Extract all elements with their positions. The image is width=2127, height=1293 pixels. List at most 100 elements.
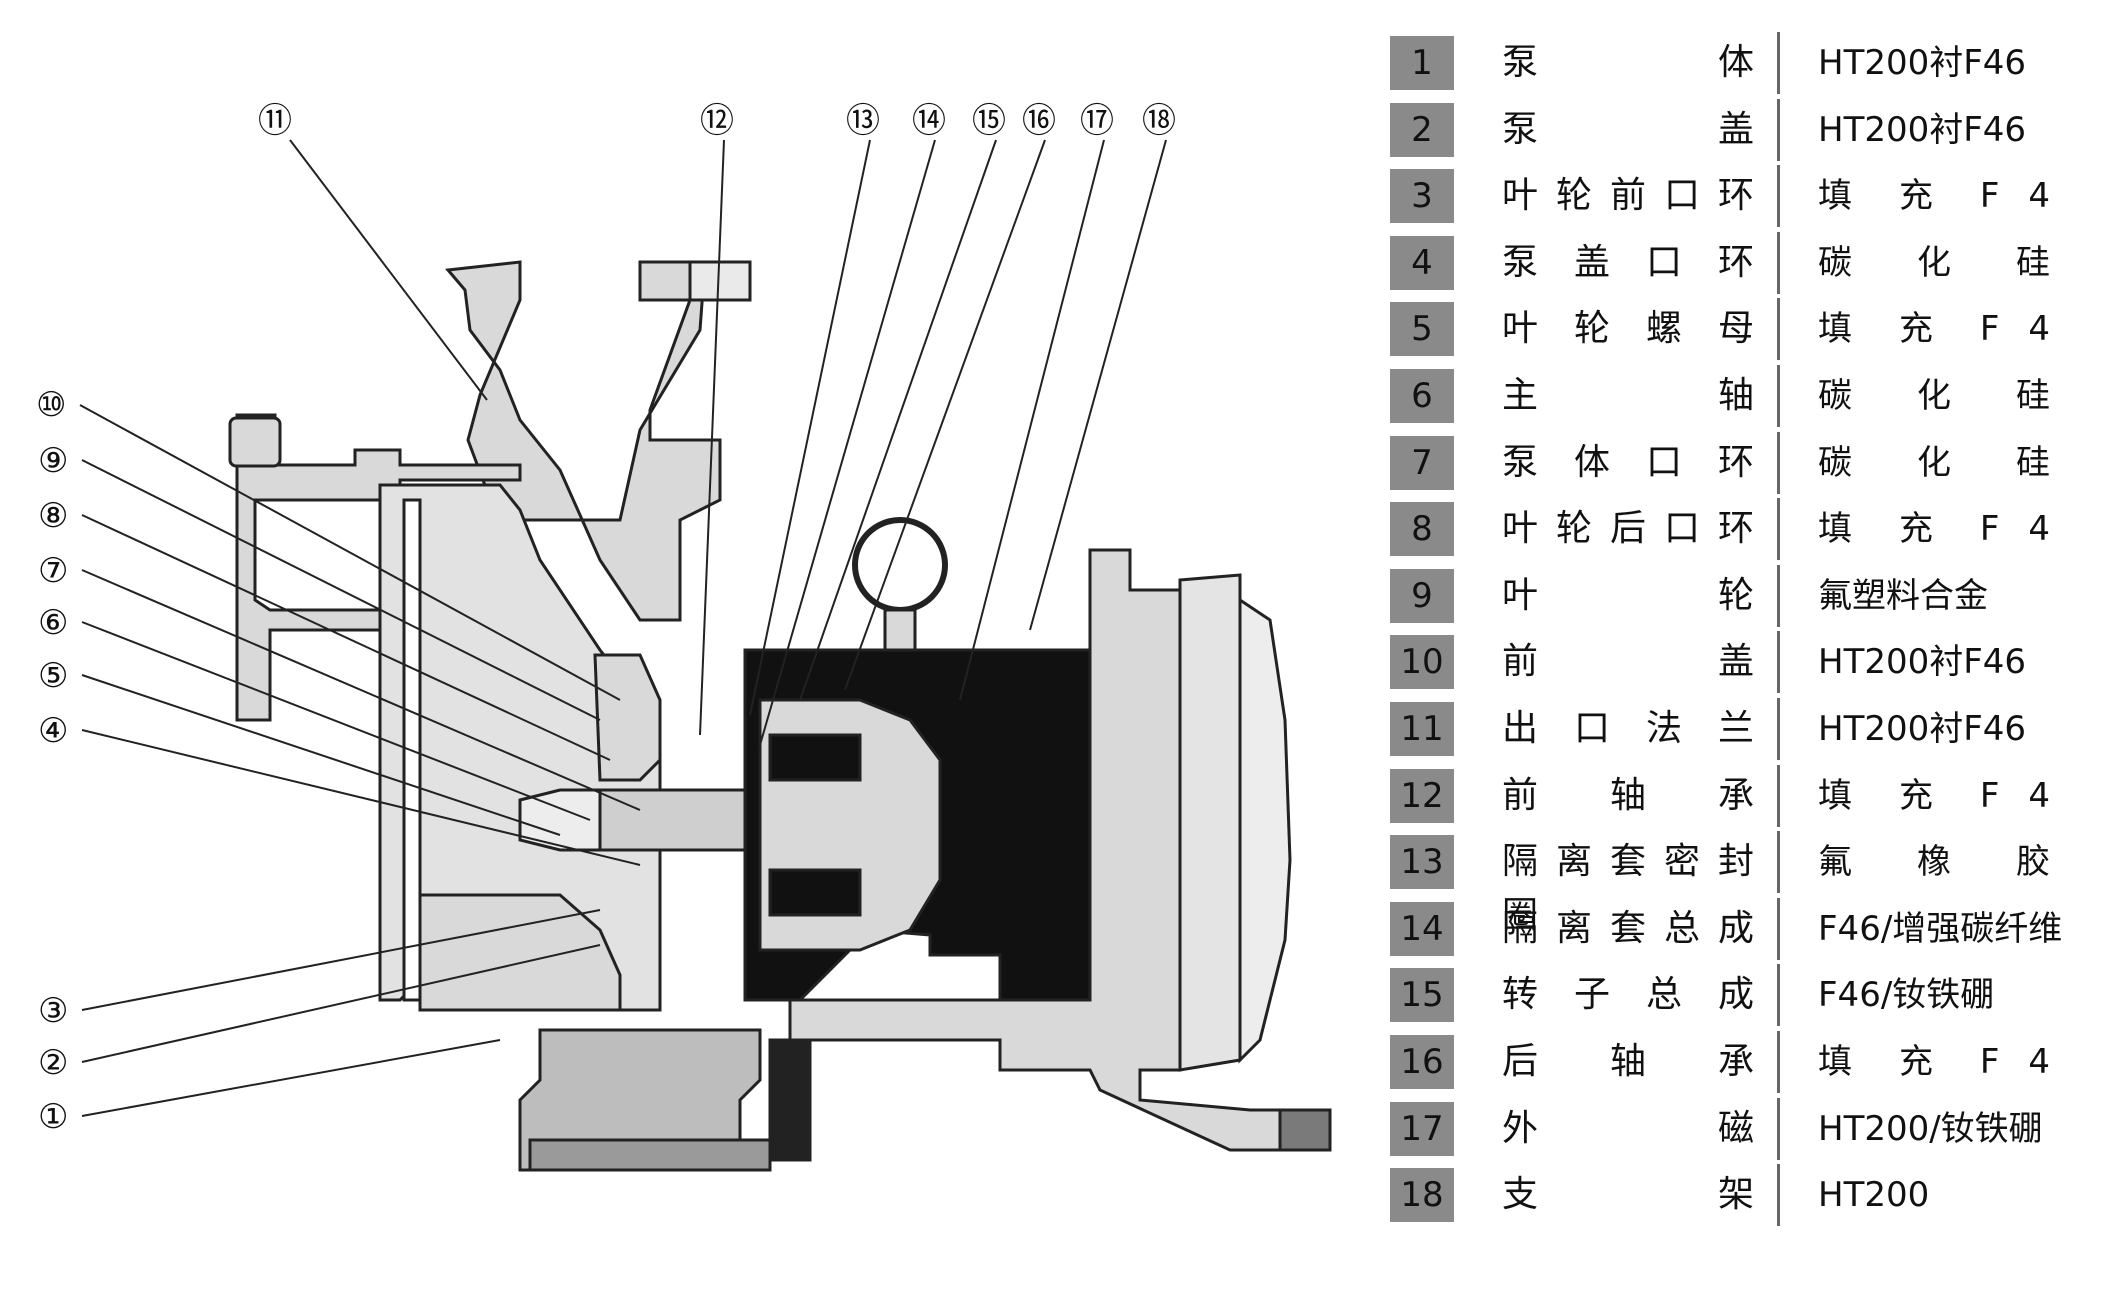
part-material: 填 充 F 4 — [1818, 1041, 2050, 1082]
column-divider — [1777, 165, 1780, 228]
callout-18: ⑱ — [1142, 101, 1176, 141]
part-name: 主 轴 — [1502, 374, 1754, 416]
part-material: HT200 — [1818, 1175, 1930, 1216]
part-material: 填 充 F 4 — [1818, 309, 2050, 350]
callout-12: ⑫ — [700, 101, 734, 141]
part-number-badge: 15 — [1390, 968, 1454, 1023]
legend-row: 14 隔 离 套 总 成 F46/增强碳纤维 — [1390, 896, 2110, 963]
part-number-badge: 7 — [1390, 435, 1454, 490]
part-material: 氟 橡 胶 — [1818, 842, 2050, 883]
legend-row: 2 泵 盖 HT200衬F46 — [1390, 97, 2110, 164]
callout-1: ① — [38, 1097, 68, 1137]
callout-15: ⑮ — [972, 101, 1006, 141]
callout-10: ⑩ — [36, 385, 66, 425]
legend-row: 1 泵 体 HT200衬F46 — [1390, 30, 2110, 97]
callout-11: ⑪ — [258, 101, 292, 141]
column-divider — [1777, 231, 1780, 294]
callout-13: ⑬ — [846, 101, 880, 141]
callout-17: ⑰ — [1080, 101, 1114, 141]
column-divider — [1777, 1030, 1780, 1093]
part-number-badge: 8 — [1390, 502, 1454, 557]
pump-body-geometry — [228, 260, 1332, 1172]
callout-7: ⑦ — [38, 551, 68, 591]
callout-2: ② — [38, 1043, 68, 1083]
part-name: 泵 体 口 环 — [1502, 441, 1754, 483]
part-material: 碳 化 硅 — [1818, 242, 2050, 283]
column-divider — [1777, 1164, 1780, 1227]
part-name: 外 磁 — [1502, 1107, 1754, 1149]
column-divider — [1777, 631, 1780, 694]
part-number-badge: 3 — [1390, 169, 1454, 224]
column-divider — [1777, 498, 1780, 561]
callout-4: ④ — [38, 711, 68, 751]
pump-cross-section-drawing: ⑪ ⑫ ⑬ ⑭ ⑮ ⑯ ⑰ ⑱ ⑩ ⑨ ⑧ ⑦ ⑥ ⑤ ④ ③ ② ① — [36, 101, 1332, 1172]
column-divider — [1777, 298, 1780, 361]
part-material: 填 充 F 4 — [1818, 176, 2050, 217]
part-name: 出 口 法 兰 — [1502, 707, 1754, 749]
callout-labels: ⑪ ⑫ ⑬ ⑭ ⑮ ⑯ ⑰ ⑱ ⑩ ⑨ ⑧ ⑦ ⑥ ⑤ ④ ③ ② ① — [36, 101, 1176, 1137]
callout-5: ⑤ — [38, 656, 68, 696]
part-number-badge: 18 — [1390, 1168, 1454, 1223]
column-divider — [1777, 764, 1780, 827]
part-number-badge: 17 — [1390, 1101, 1454, 1156]
part-number-badge: 11 — [1390, 701, 1454, 756]
column-divider — [1777, 897, 1780, 960]
part-name: 叶 轮 螺 母 — [1502, 308, 1754, 350]
leader-lines — [79, 139, 1167, 1117]
part-number-badge: 16 — [1390, 1034, 1454, 1089]
part-material: HT200衬F46 — [1818, 43, 2027, 83]
legend-row: 12 前 轴 承 填 充 F 4 — [1390, 763, 2110, 830]
part-number-badge: 6 — [1390, 368, 1454, 423]
part-name: 隔 离 套 密 封 圈 — [1502, 841, 1754, 937]
part-number-badge: 1 — [1390, 36, 1454, 90]
legend-row: 17 外 磁 HT200/钕铁硼 — [1390, 1096, 2110, 1163]
part-name: 转 子 总 成 — [1502, 974, 1754, 1016]
legend-row: 6 主 轴 碳 化 硅 — [1390, 363, 2110, 430]
column-divider — [1777, 364, 1780, 427]
column-divider — [1777, 831, 1780, 894]
part-number-badge: 12 — [1390, 768, 1454, 823]
callout-3: ③ — [38, 991, 68, 1031]
callout-16: ⑯ — [1022, 101, 1056, 141]
part-name: 叶 轮 前 口 环 — [1502, 175, 1754, 217]
part-material: 填 充 F 4 — [1818, 775, 2050, 816]
callout-6: ⑥ — [38, 603, 68, 643]
part-material: F46/增强碳纤维 — [1818, 908, 2063, 949]
part-number-badge: 14 — [1390, 901, 1454, 956]
column-divider — [1777, 1097, 1780, 1160]
part-name: 泵 盖 — [1502, 108, 1754, 150]
part-material: HT200衬F46 — [1818, 109, 2027, 150]
part-name: 泵 体 — [1502, 42, 1754, 83]
part-material: 碳 化 硅 — [1818, 375, 2050, 416]
part-material: HT200衬F46 — [1818, 642, 2027, 683]
part-name: 后 轴 承 — [1502, 1040, 1754, 1082]
callout-9: ⑨ — [38, 441, 68, 481]
part-name: 前 盖 — [1502, 641, 1754, 683]
column-divider — [1777, 697, 1780, 760]
part-material: 氟塑料合金 — [1818, 575, 1988, 616]
legend-row: 3 叶 轮 前 口 环 填 充 F 4 — [1390, 163, 2110, 230]
part-name: 隔 离 套 总 成 — [1502, 907, 1754, 949]
part-material: HT200/钕铁硼 — [1818, 1108, 2043, 1149]
part-number-badge: 4 — [1390, 235, 1454, 290]
part-number-badge: 2 — [1390, 102, 1454, 157]
column-divider — [1777, 32, 1780, 94]
part-name: 泵 盖 口 环 — [1502, 241, 1754, 283]
column-divider — [1777, 564, 1780, 627]
part-number-badge: 5 — [1390, 302, 1454, 357]
column-divider — [1777, 431, 1780, 494]
callout-14: ⑭ — [912, 101, 946, 141]
column-divider — [1777, 98, 1780, 161]
part-name: 前 轴 承 — [1502, 774, 1754, 816]
part-name: 叶 轮 后 口 环 — [1502, 508, 1754, 550]
legend-row: 16 后 轴 承 填 充 F 4 — [1390, 1029, 2110, 1096]
